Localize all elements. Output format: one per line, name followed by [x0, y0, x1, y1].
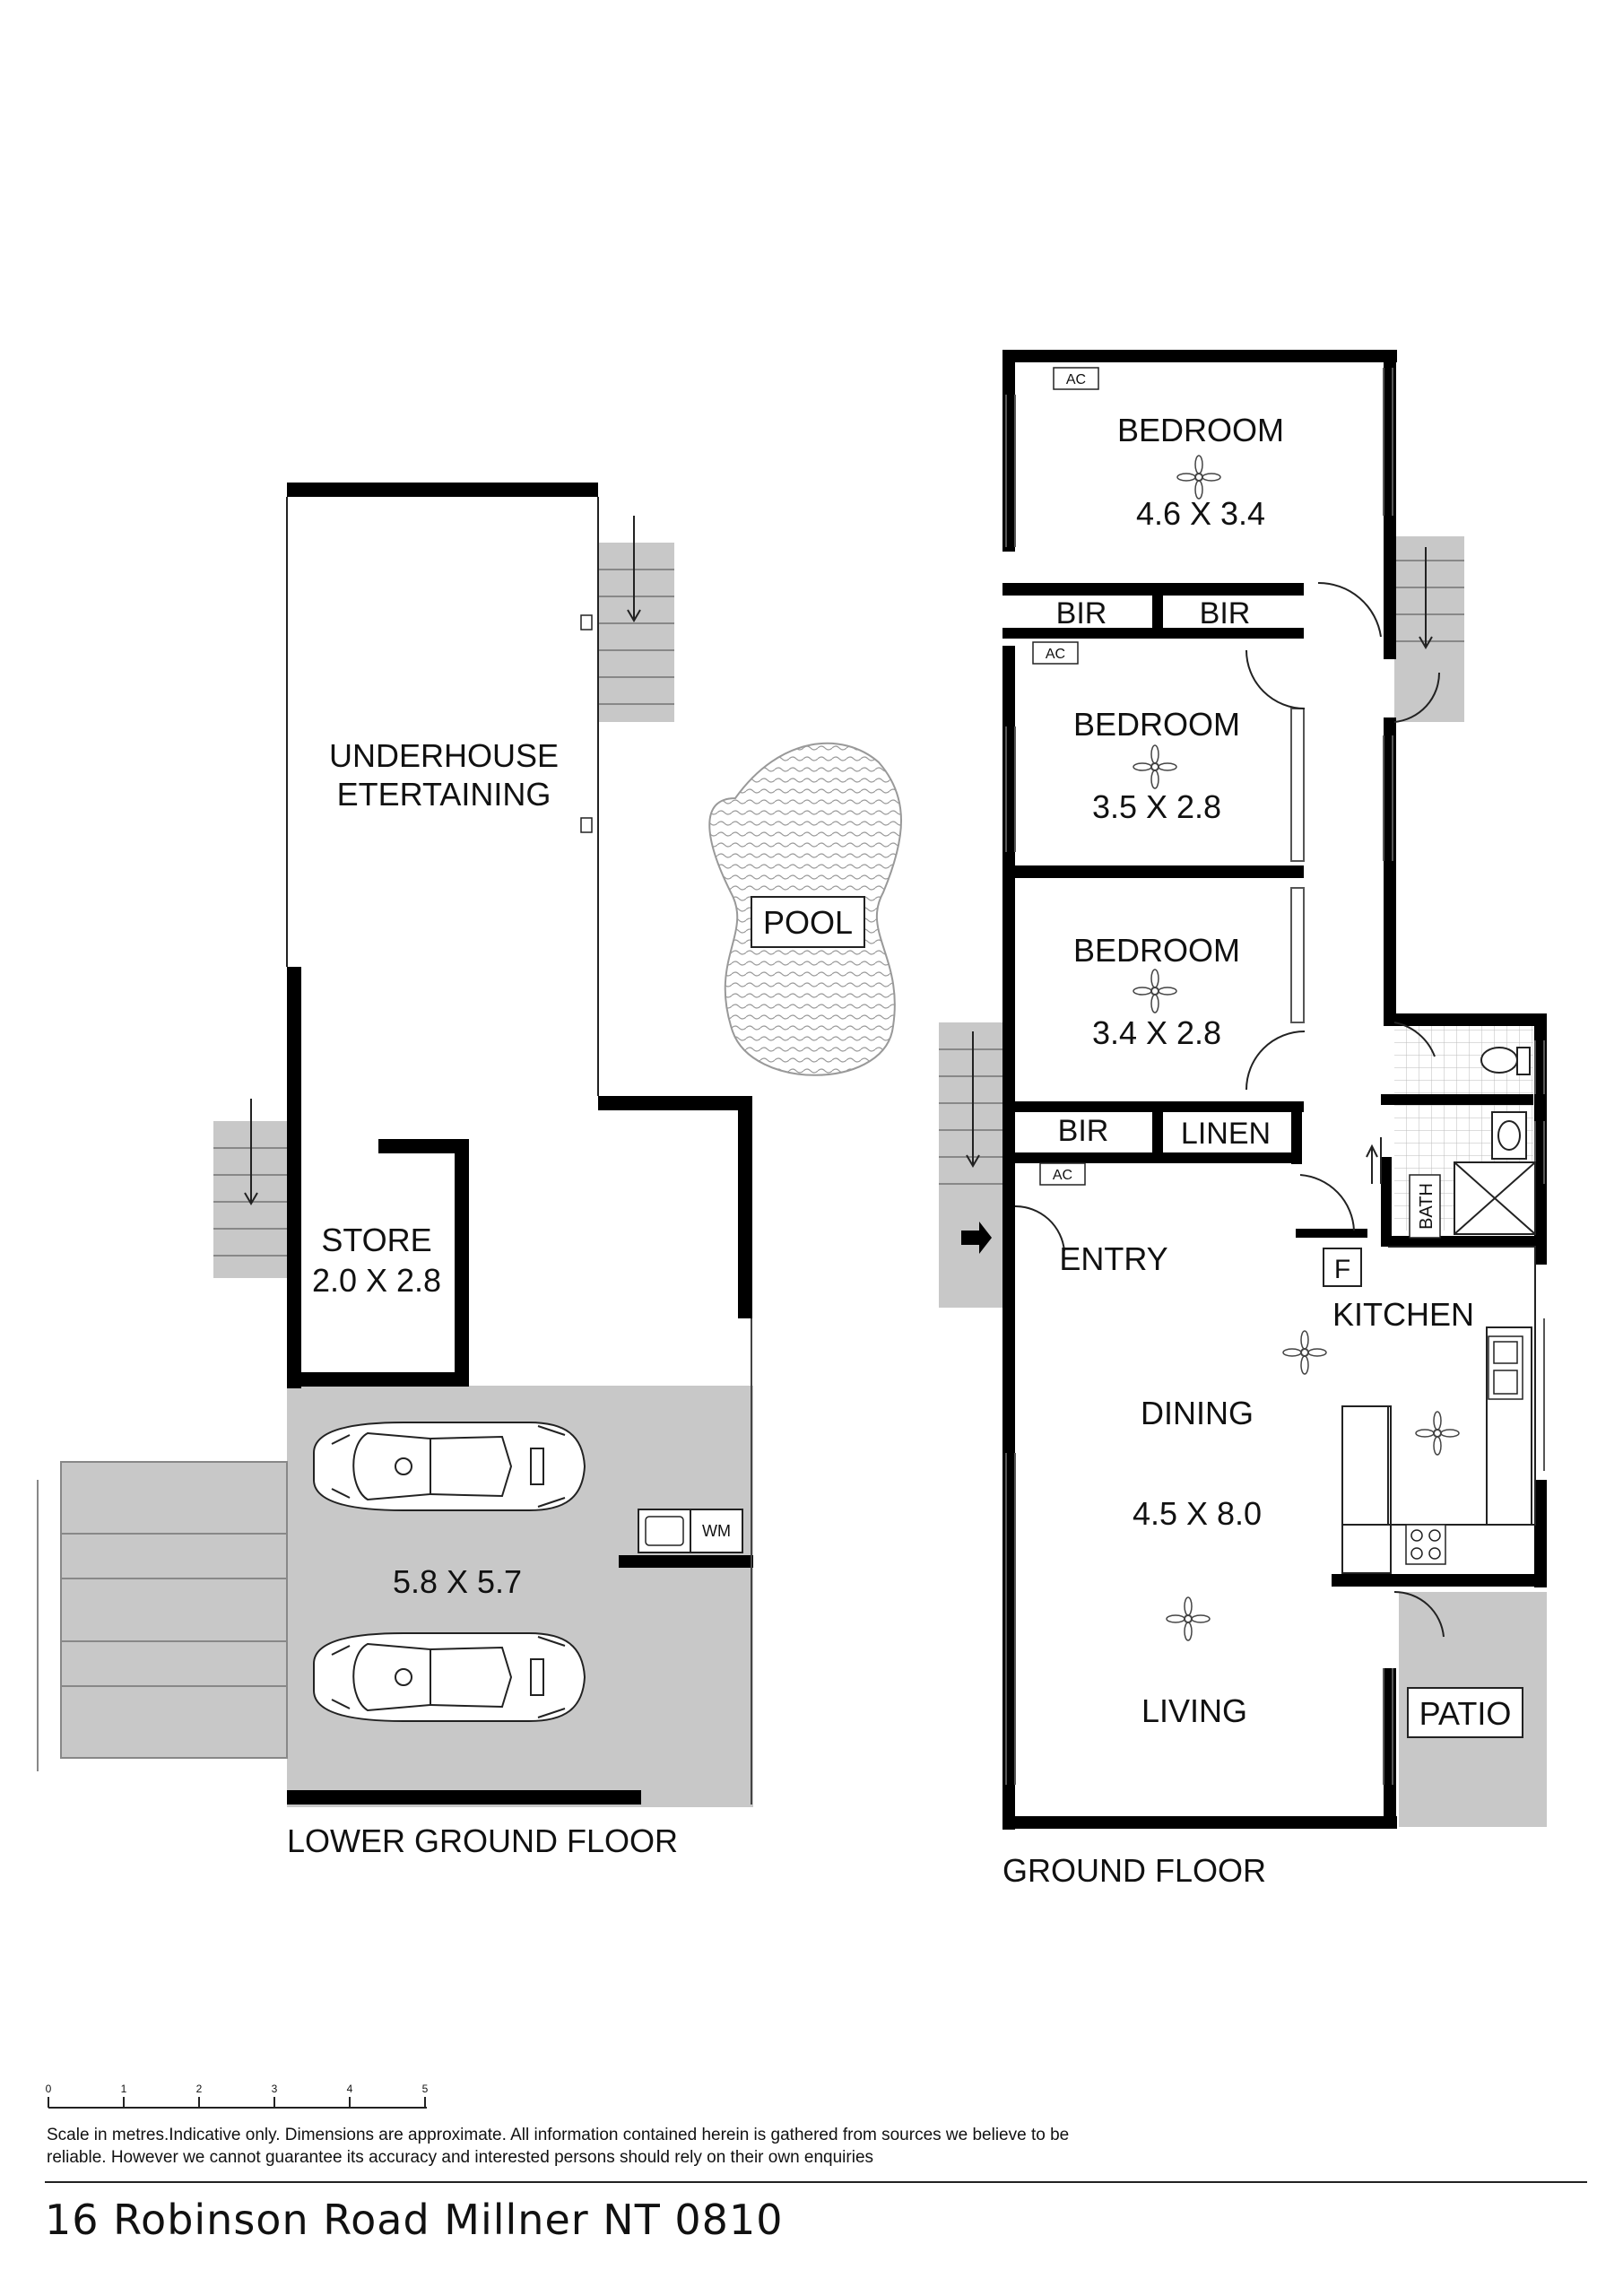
scale-tick-1: 1 — [121, 2083, 127, 2095]
kitchen-label: KITCHEN — [1332, 1296, 1474, 1333]
linen-label: LINEN — [1181, 1117, 1271, 1151]
store-label: STORE — [321, 1222, 431, 1258]
stairs-lower-right — [598, 516, 674, 722]
stairs-lower-left — [213, 1099, 290, 1278]
cooktop-icon — [1405, 1524, 1446, 1565]
basin-icon — [1491, 1111, 1527, 1160]
ceiling-fan-icon — [1415, 1411, 1460, 1456]
scale-tick-2: 2 — [196, 2083, 203, 2095]
bedroom-2-label: BEDROOM — [1073, 706, 1240, 743]
ac-label-3: AC — [1053, 1168, 1072, 1183]
ground-floor: AC AC AC BIR BIR BIR LINEN BATH F — [939, 350, 1547, 1889]
ac-label-2: AC — [1046, 647, 1065, 662]
toilet-icon — [1480, 1047, 1531, 1075]
shower-icon — [1454, 1161, 1536, 1235]
bir-label-1: BIR — [1056, 596, 1107, 631]
scale-tick-3: 3 — [272, 2083, 278, 2095]
bedroom-3-label: BEDROOM — [1073, 932, 1240, 969]
pool-label: POOL — [763, 904, 853, 941]
lower-ground-floor-title: LOWER GROUND FLOOR — [287, 1822, 678, 1859]
car-icon — [313, 1422, 586, 1511]
living-label: LIVING — [1141, 1692, 1247, 1729]
door-swings — [1014, 581, 1445, 1638]
ac-label-1: AC — [1066, 372, 1086, 387]
entry-arrow-icon — [961, 1222, 992, 1254]
underhouse-label-2: ETERTAINING — [337, 776, 551, 813]
ceiling-fan-icon — [1176, 455, 1221, 500]
property-address: 16 Robinson Road Millner NT 0810 — [45, 2196, 784, 2244]
underhouse-label: UNDERHOUSE — [329, 737, 559, 774]
ceiling-fan-icon — [1282, 1330, 1327, 1375]
laundry-tub-icon — [638, 1509, 743, 1553]
scale-tick-4: 4 — [347, 2083, 353, 2095]
bath-label: BATH — [1417, 1183, 1436, 1230]
living-dims: 4.5 X 8.0 — [1133, 1495, 1262, 1532]
step-arrow-icon — [1366, 1137, 1382, 1184]
ceiling-fan-icon — [1133, 744, 1177, 789]
bir-label-3: BIR — [1058, 1114, 1109, 1148]
stairs-entry — [939, 1022, 1006, 1308]
patio-label: PATIO — [1419, 1695, 1512, 1732]
ceiling-fan-icon — [1133, 969, 1177, 1013]
scale-bar: 0 1 2 3 4 5 — [46, 2083, 429, 2109]
fridge-label: F — [1334, 1255, 1350, 1284]
footer-divider — [45, 2181, 1587, 2183]
bedroom-2-dims: 3.5 X 2.8 — [1092, 788, 1221, 825]
sink-icon — [1488, 1335, 1523, 1400]
stairs-ground-right — [1394, 536, 1464, 722]
ceiling-fan-icon — [1166, 1596, 1211, 1641]
car-icon — [313, 1632, 586, 1722]
lower-ground-floor: WM POOL UNDERHOUSE ETERTAINING STORE 2.0… — [37, 483, 902, 1859]
ground-floor-title: GROUND FLOOR — [1002, 1852, 1266, 1889]
scale-tick-0: 0 — [46, 2083, 52, 2095]
scale-tick-5: 5 — [422, 2083, 429, 2095]
bir-label-2: BIR — [1200, 596, 1251, 631]
bedroom-1-dims: 4.6 X 3.4 — [1136, 495, 1265, 532]
bedroom-1-label: BEDROOM — [1117, 412, 1284, 448]
bedroom-3-dims: 3.4 X 2.8 — [1092, 1014, 1221, 1051]
dining-label: DINING — [1141, 1395, 1254, 1431]
driveway — [60, 1461, 288, 1759]
washing-machine-label: WM — [702, 1522, 731, 1540]
entry-label: ENTRY — [1059, 1240, 1167, 1277]
disclaimer-text: Scale in metres.Indicative only. Dimensi… — [47, 2126, 1070, 2167]
store-dims: 2.0 X 2.8 — [312, 1262, 441, 1299]
garage-dims: 5.8 X 5.7 — [393, 1563, 522, 1600]
